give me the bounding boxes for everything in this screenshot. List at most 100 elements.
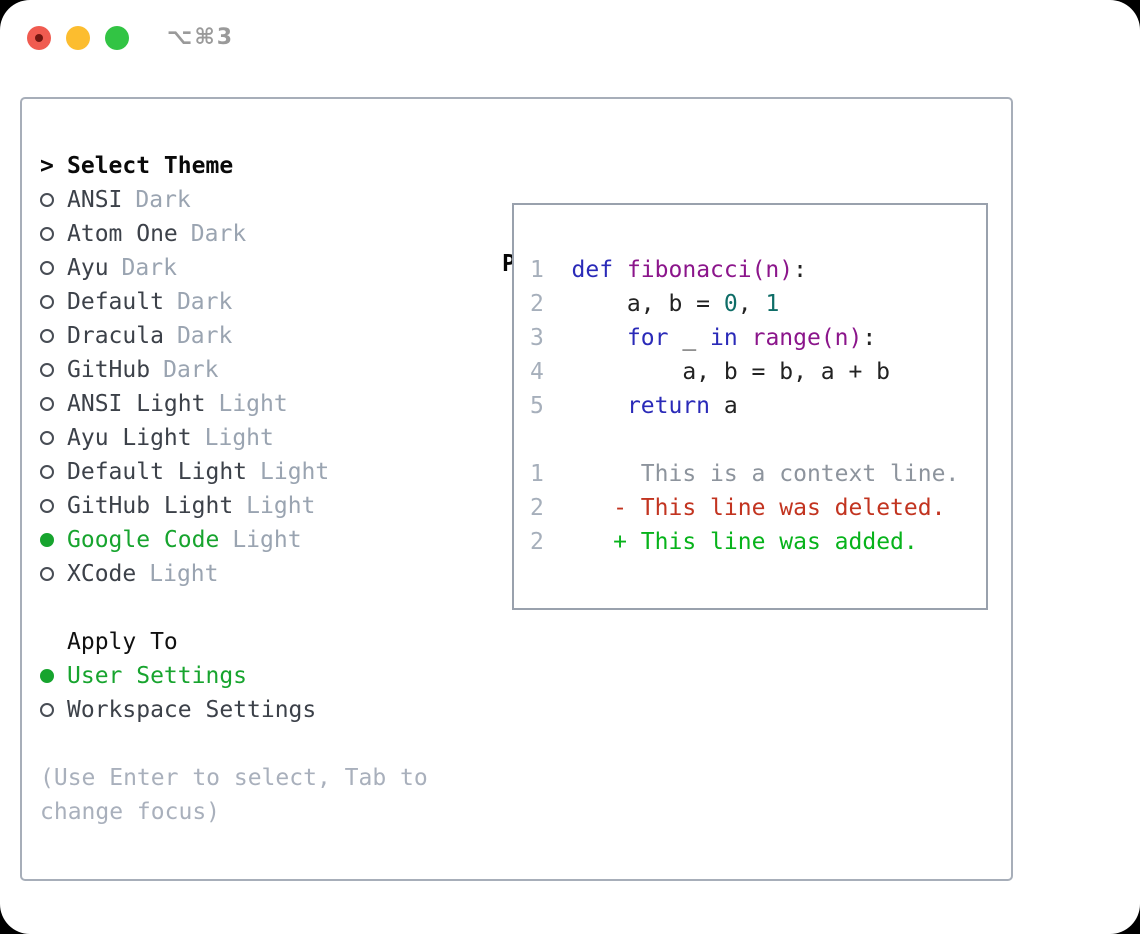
apply-option-user-settings[interactable]: User Settings xyxy=(40,659,428,693)
theme-option-label: Dracula xyxy=(67,323,164,349)
preview-code-line: 5 return a xyxy=(530,389,982,423)
select-theme-header: > Select Theme xyxy=(40,149,428,183)
theme-option-label: GitHub xyxy=(67,357,151,383)
code-segment-keyword: in xyxy=(710,325,738,351)
apply-option-label: Workspace Settings xyxy=(67,697,317,723)
zoom-button-icon[interactable] xyxy=(105,26,129,50)
theme-option-ayu[interactable]: Ayu Dark xyxy=(40,251,428,285)
theme-option-label: Default Light xyxy=(67,459,248,485)
code-segment-lineno: 4 xyxy=(530,359,572,385)
theme-option-github-light[interactable]: GitHub Light Light xyxy=(40,489,428,523)
theme-option-xcode[interactable]: XCode Light xyxy=(40,557,428,591)
code-segment-keyword: def xyxy=(571,257,614,283)
radio-selected-icon xyxy=(40,533,54,547)
theme-variant-tag: Light xyxy=(218,391,288,417)
spacer-row xyxy=(40,727,428,761)
code-segment-plain: a xyxy=(710,393,738,419)
theme-option-label: ANSI xyxy=(67,187,123,213)
code-segment-plain: : xyxy=(862,325,877,351)
theme-option-google-code[interactable]: Google Code Light xyxy=(40,523,428,557)
code-segment-number: 0 xyxy=(723,291,738,317)
theme-variant-tag: Light xyxy=(246,493,316,519)
code-segment-plain xyxy=(613,257,627,283)
theme-option-label: Atom One xyxy=(67,221,178,247)
theme-variant-tag: Dark xyxy=(135,187,191,213)
theme-option-github[interactable]: GitHub Dark xyxy=(40,353,428,387)
preview-code-line: 2 a, b = 0, 1 xyxy=(530,287,982,321)
code-segment-number: 1 xyxy=(765,291,780,317)
preview-blank-line xyxy=(530,423,982,457)
code-segment-lineno: 3 xyxy=(530,325,572,351)
theme-variant-tag: Light xyxy=(204,425,274,451)
apply-option-label: User Settings xyxy=(67,663,248,689)
code-segment-context: This is a context line. xyxy=(571,461,960,487)
theme-variant-tag: Light xyxy=(260,459,330,485)
apply-to-title: Apply To xyxy=(67,629,178,655)
radio-icon xyxy=(40,567,54,581)
preview-code-line: 2 - This line was deleted. xyxy=(530,491,982,525)
titlebar: ⌥⌘3 xyxy=(0,0,1140,78)
radio-icon xyxy=(40,193,54,207)
code-segment-function: range(n) xyxy=(751,325,863,351)
preview-code-line: 1 def fibonacci(n): xyxy=(530,253,982,287)
code-segment-lineno: 1 xyxy=(530,461,572,487)
theme-option-default-light[interactable]: Default Light Light xyxy=(40,455,428,489)
code-segment-plain xyxy=(738,325,752,351)
window-title: ⌥⌘3 xyxy=(167,25,235,50)
prompt-caret-icon: > xyxy=(40,153,54,179)
code-segment-lineno: 2 xyxy=(530,529,572,555)
select-theme-title: Select Theme xyxy=(67,153,234,179)
theme-variant-tag: Dark xyxy=(121,255,177,281)
radio-icon xyxy=(40,465,54,479)
theme-variant-tag: Light xyxy=(149,561,219,587)
theme-option-label: XCode xyxy=(67,561,137,587)
theme-variant-tag: Dark xyxy=(163,357,219,383)
preview-code-line: 1 This is a context line. xyxy=(530,457,982,491)
theme-option-label: Google Code xyxy=(67,527,220,553)
code-segment-plain: a, b = xyxy=(571,291,724,317)
code-segment-keyword: for xyxy=(626,325,669,351)
preview-code-line: 3 for _ in range(n): xyxy=(530,321,982,355)
code-segment-plain xyxy=(572,325,627,351)
theme-option-label: Ayu xyxy=(67,255,109,281)
code-segment-deleted: - This line was deleted. xyxy=(613,495,946,521)
theme-option-label: Ayu Light xyxy=(67,425,192,451)
theme-option-ansi[interactable]: ANSI Dark xyxy=(40,183,428,217)
code-segment-plain xyxy=(572,495,614,521)
minimize-button-icon[interactable] xyxy=(66,26,90,50)
radio-icon xyxy=(40,431,54,445)
code-segment-added: + This line was added. xyxy=(613,529,918,555)
theme-option-ayu-light[interactable]: Ayu Light Light xyxy=(40,421,428,455)
close-button-icon[interactable] xyxy=(27,26,51,50)
theme-option-label: GitHub Light xyxy=(67,493,234,519)
code-segment-plain: , xyxy=(737,291,766,317)
radio-selected-icon xyxy=(40,669,54,683)
code-segment-plain: _ xyxy=(668,325,711,351)
spacer-row xyxy=(40,591,428,625)
code-segment-lineno: 1 xyxy=(530,257,572,283)
radio-icon xyxy=(40,227,54,241)
code-segment-plain: : xyxy=(793,257,807,283)
preview-code-line: 2 + This line was added. xyxy=(530,525,982,559)
radio-icon xyxy=(40,261,54,275)
code-segment-plain xyxy=(572,529,614,555)
radio-icon xyxy=(40,329,54,343)
code-segment-lineno: 2 xyxy=(530,495,572,521)
apply-option-workspace-settings[interactable]: Workspace Settings xyxy=(40,693,428,727)
theme-variant-tag: Light xyxy=(232,527,302,553)
radio-icon xyxy=(40,499,54,513)
code-segment-plain: a, b = b, a + b xyxy=(571,359,891,385)
hint-text-line-2: change focus) xyxy=(40,799,221,825)
apply-to-header: Apply To xyxy=(40,625,428,659)
code-segment-lineno: 2 xyxy=(530,291,572,317)
